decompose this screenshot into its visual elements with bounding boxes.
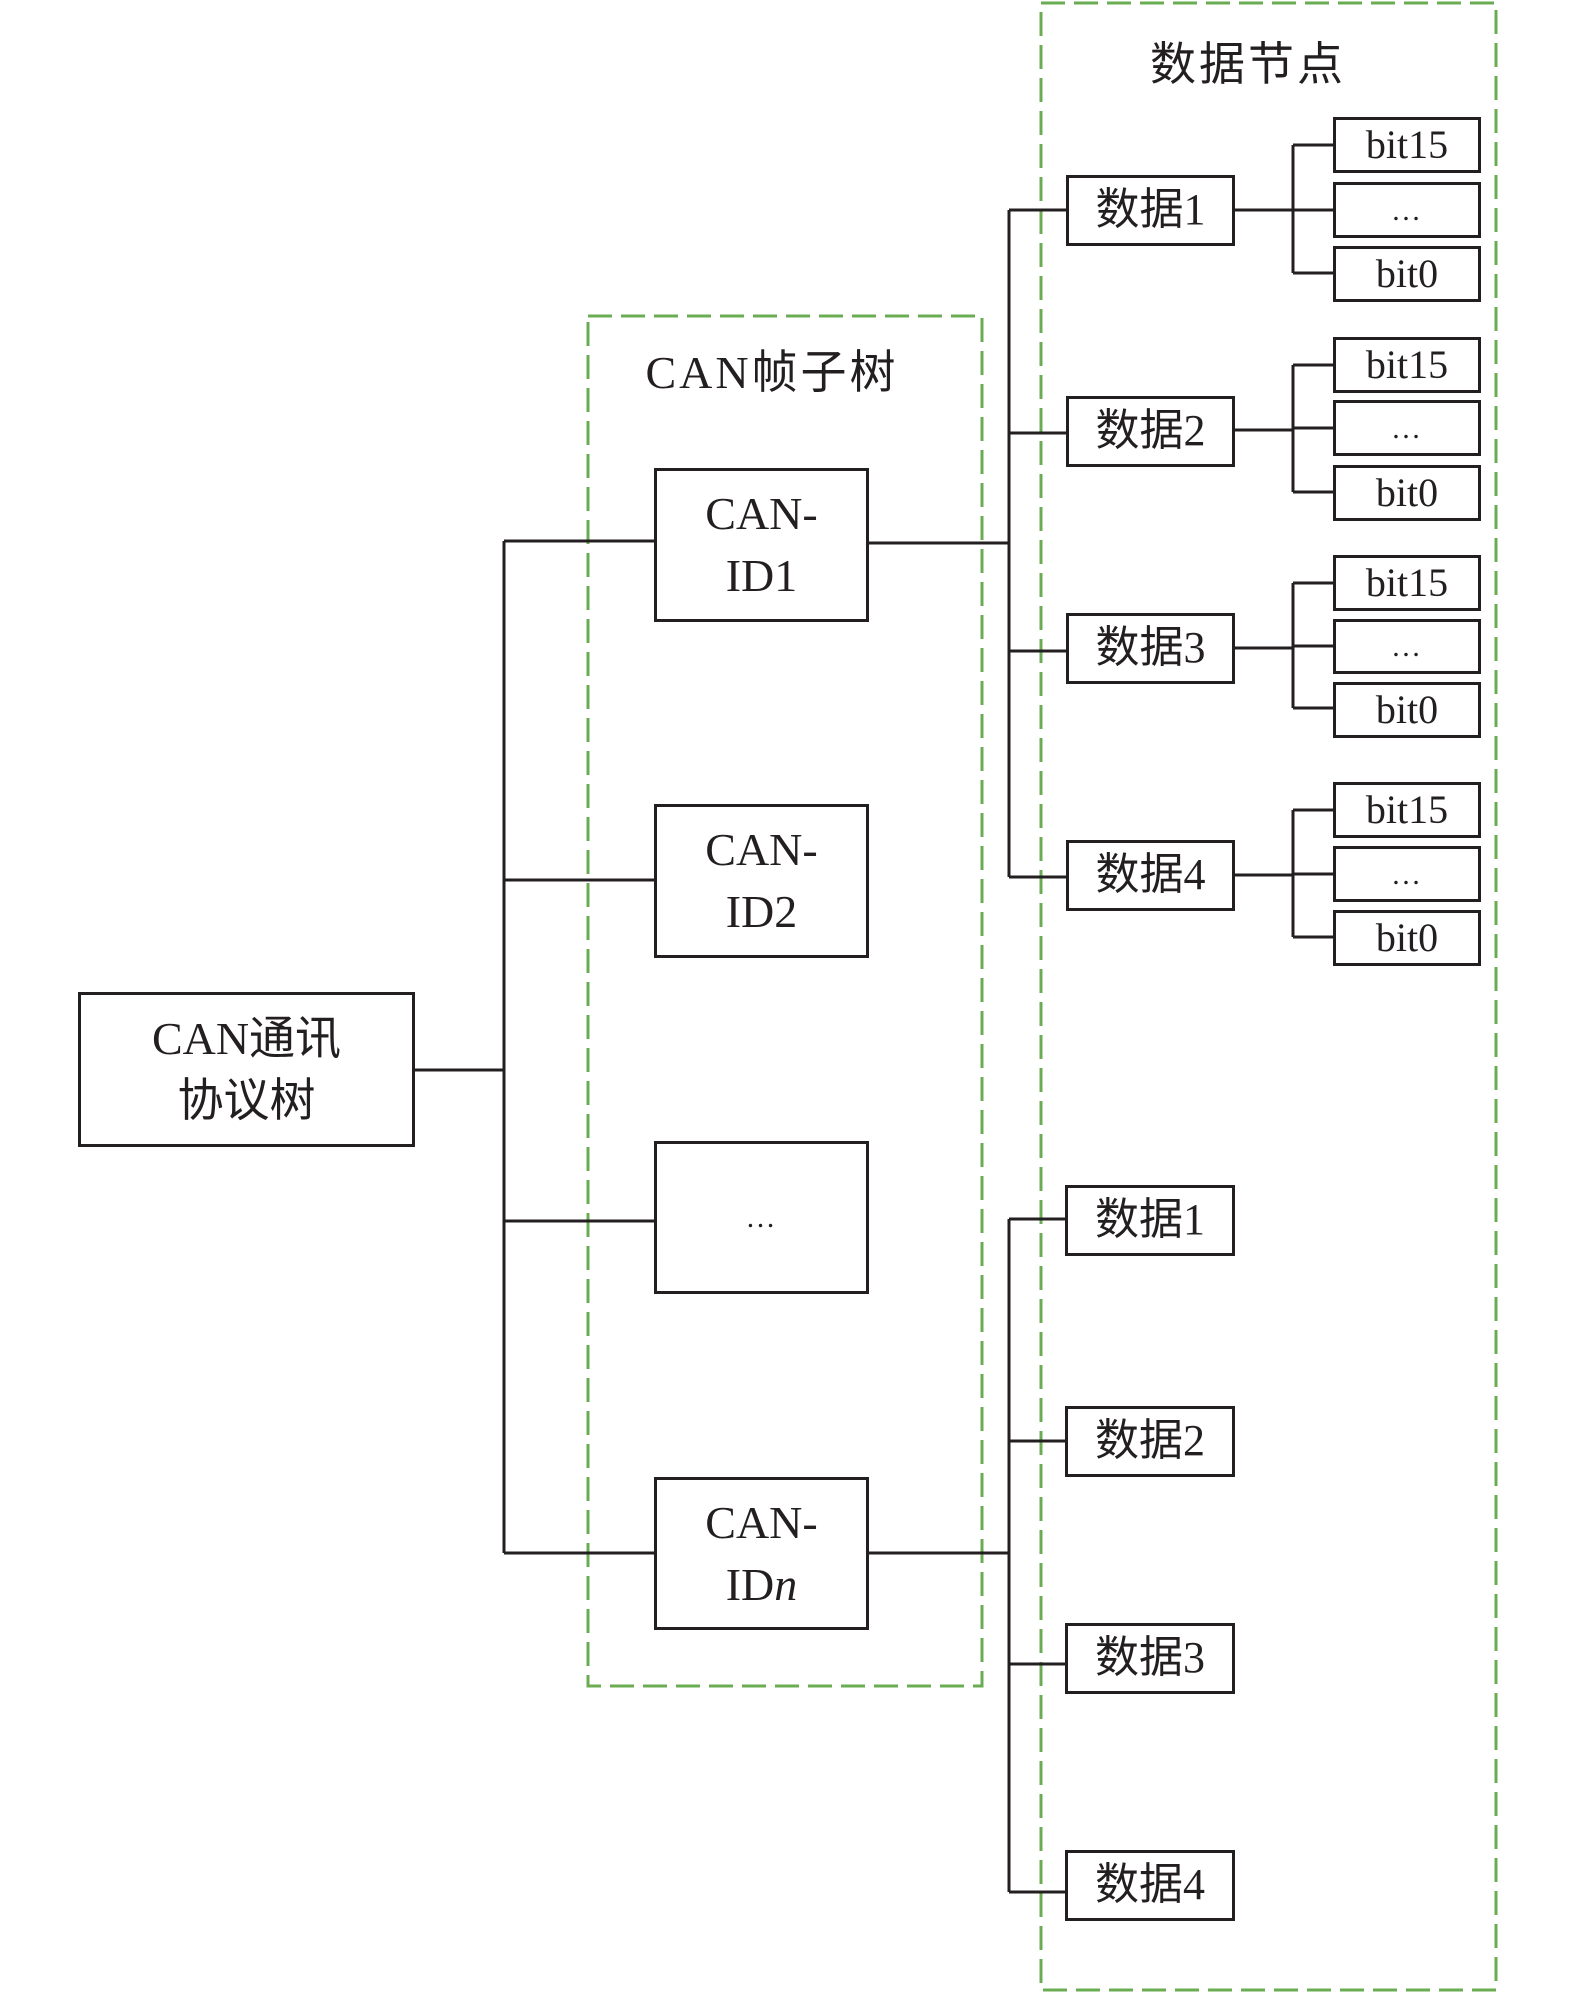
data3-bit15-node[interactable]: bit15 bbox=[1333, 555, 1481, 611]
data2-bit-ellipsis-node[interactable]: … bbox=[1333, 400, 1481, 456]
root-node-can-protocol-tree[interactable]: CAN通讯 协议树 bbox=[78, 992, 415, 1147]
can-id1-label-line1: CAN- bbox=[705, 488, 818, 539]
can-id1-label-line2: ID1 bbox=[725, 550, 798, 601]
data2-bit15-node[interactable]: bit15 bbox=[1333, 337, 1481, 393]
data4-bit15-node[interactable]: bit15 bbox=[1333, 782, 1481, 838]
can-id2-label-line1: CAN- bbox=[705, 824, 818, 875]
data1-bit-connectors bbox=[1235, 143, 1333, 275]
can-frame-group-title: CAN帧子树 bbox=[645, 347, 899, 398]
can-idn-label-line2: IDn bbox=[725, 1558, 798, 1610]
can-id-ellipsis-label: … bbox=[745, 1200, 778, 1234]
data3-bit0-node[interactable]: bit0 bbox=[1333, 682, 1481, 738]
upper-data3-node[interactable]: 数据3 bbox=[1066, 613, 1235, 684]
upper-data2-node[interactable]: 数据2 bbox=[1066, 396, 1235, 467]
upper-data4-node[interactable]: 数据4 bbox=[1066, 840, 1235, 911]
data3-bit-connectors bbox=[1235, 581, 1333, 710]
can-idn-label-line1: CAN- bbox=[705, 1496, 818, 1548]
lower-data2-node[interactable]: 数据2 bbox=[1065, 1406, 1235, 1477]
data1-bit15-node[interactable]: bit15 bbox=[1333, 117, 1481, 173]
data2-bit0-node[interactable]: bit0 bbox=[1333, 465, 1481, 521]
lower-data3-node[interactable]: 数据3 bbox=[1065, 1623, 1235, 1694]
lower-data4-node[interactable]: 数据4 bbox=[1065, 1850, 1235, 1921]
can-id2-label-line2: ID2 bbox=[725, 886, 798, 937]
lower-data1-node[interactable]: 数据1 bbox=[1065, 1185, 1235, 1256]
root-node-label-line1: CAN通讯 bbox=[151, 1012, 342, 1064]
can-id2-node[interactable]: CAN- ID2 bbox=[654, 804, 869, 958]
root-node-label-line2: 协议树 bbox=[177, 1074, 316, 1126]
data1-bit0-node[interactable]: bit0 bbox=[1333, 246, 1481, 302]
can-idn-node[interactable]: CAN- IDn bbox=[654, 1477, 869, 1630]
data1-bit-ellipsis-node[interactable]: … bbox=[1333, 182, 1481, 238]
can-frame-group-border bbox=[586, 314, 984, 1688]
data-node-group-title: 数据节点 bbox=[1150, 39, 1346, 90]
data2-bit-connectors bbox=[1235, 363, 1333, 494]
can-id-ellipsis-node[interactable]: … bbox=[654, 1141, 869, 1294]
data4-bit0-node[interactable]: bit0 bbox=[1333, 910, 1481, 966]
data3-bit-ellipsis-node[interactable]: … bbox=[1333, 619, 1481, 674]
data4-bit-connectors bbox=[1235, 808, 1333, 939]
data4-bit-ellipsis-node[interactable]: … bbox=[1333, 846, 1481, 902]
can-id1-node[interactable]: CAN- ID1 bbox=[654, 468, 869, 622]
upper-data1-node[interactable]: 数据1 bbox=[1066, 175, 1235, 246]
